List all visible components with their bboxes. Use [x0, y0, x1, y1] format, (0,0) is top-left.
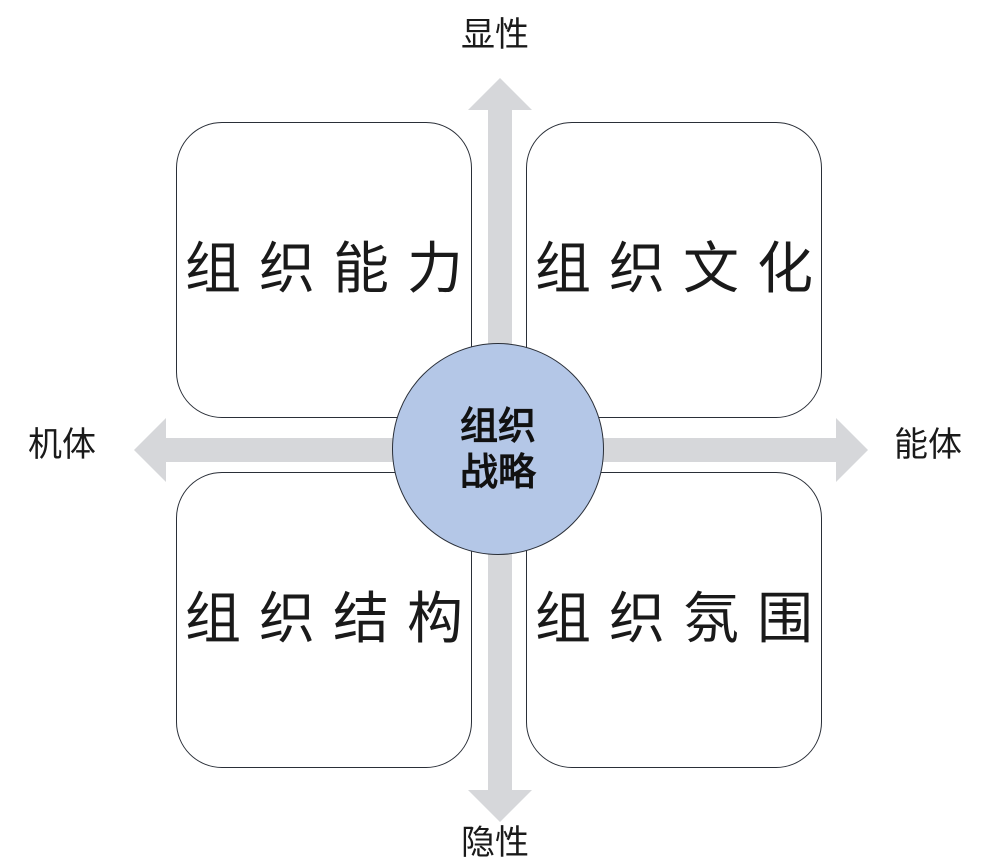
arrow-right-icon [836, 418, 868, 482]
quadrant-label: 组织文化 [535, 237, 831, 302]
quadrant-label: 组织能力 [185, 237, 481, 302]
axis-label-body: 机体 [28, 425, 96, 465]
axis-label-implicit: 隐性 [461, 823, 529, 863]
arrow-left-icon [134, 418, 166, 482]
arrow-up-icon [468, 78, 532, 110]
quadrant-organizational-capability: 组织能力 [176, 122, 472, 418]
quadrant-label: 组织氛围 [535, 587, 831, 652]
quadrant-label: 组织结构 [185, 587, 481, 652]
center-label-line2: 战略 [459, 450, 536, 494]
arrow-down-icon [468, 790, 532, 822]
axis-label-explicit: 显性 [461, 15, 529, 55]
quadrant-organizational-culture: 组织文化 [526, 122, 822, 418]
center-label-line1: 组织 [459, 404, 536, 448]
center-strategy-circle: 组织 战略 [392, 343, 604, 555]
axis-label-capability: 能体 [894, 425, 962, 465]
